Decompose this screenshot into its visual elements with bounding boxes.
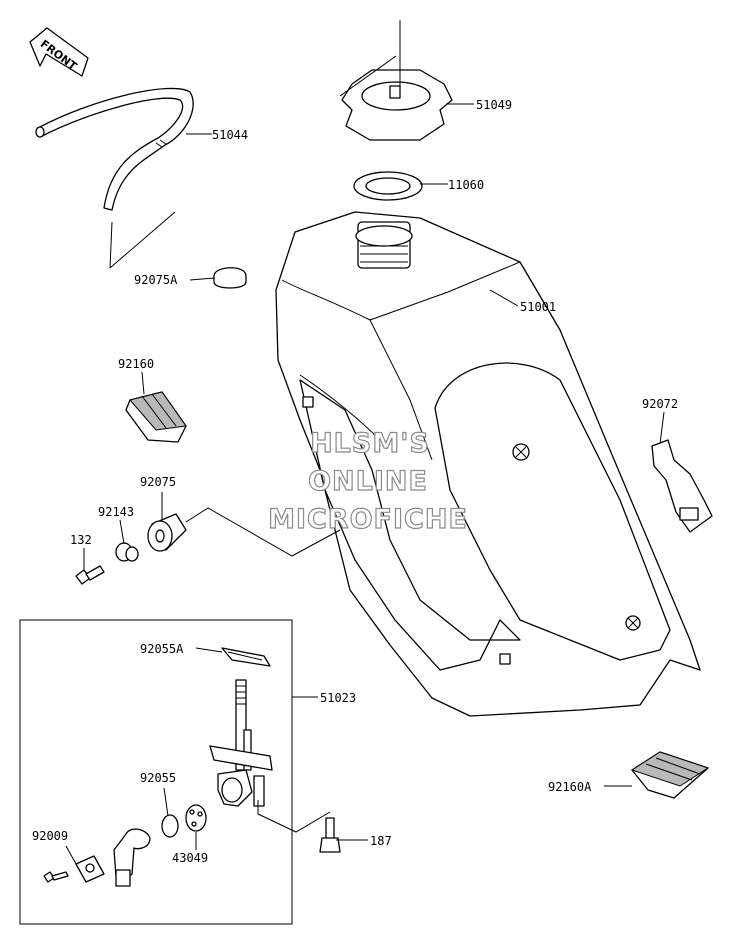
part-number-92075A[interactable]: 92075A [134,273,178,287]
part-number-51049[interactable]: 51049 [476,98,512,112]
part-number-92160[interactable]: 92160 [118,357,154,371]
part-number-187[interactable]: 187 [370,834,392,848]
part-number-11060[interactable]: 11060 [448,178,484,192]
breather-hose-icon [35,87,194,211]
cap-gasket-icon [353,171,423,201]
collar-icon [115,542,139,562]
hose-guide-lines [109,211,176,269]
fuel-valve-assembly-frame [19,619,293,925]
part-number-92143[interactable]: 92143 [98,505,134,519]
leader-lines [65,103,665,865]
part-number-92075[interactable]: 92075 [140,475,176,489]
valve-plate-icon [43,855,105,883]
part-number-92160A[interactable]: 92160A [548,780,592,794]
damper-guide-line [185,507,341,557]
fuel-tank-icon [275,211,701,717]
watermark-line-2: ONLINE [308,466,428,497]
valve-guide-line [257,800,331,833]
part-number-92009[interactable]: 92009 [32,829,68,843]
bolt-187-icon [319,817,341,853]
part-number-51023[interactable]: 51023 [320,691,356,705]
tank-damper-icon [147,513,187,552]
cap-guide-lines [339,20,401,97]
watermark: HLSM'S ONLINE MICROFICHE [267,427,468,535]
part-number-51001[interactable]: 51001 [520,300,556,314]
watermark-line-3: MICROFICHE [268,504,468,535]
valve-lever-icon [113,828,151,887]
tank-pad-upper-icon [125,391,187,443]
part-number-132[interactable]: 132 [70,533,92,547]
fuel-cap-icon [341,69,453,141]
o-ring-icon [161,814,179,838]
fuel-valve-icon [209,679,273,807]
part-number-92055A[interactable]: 92055A [140,642,184,656]
tank-pad-lower-icon [630,751,710,799]
part-number-43049[interactable]: 43049 [172,851,208,865]
part-number-92072[interactable]: 92072 [642,397,678,411]
part-number-92055[interactable]: 92055 [140,771,176,785]
rubber-plug-icon [213,267,247,289]
valve-gasket-icon [221,647,271,667]
front-arrow-icon: FRONT [29,27,89,77]
tank-strap-icon [651,439,713,533]
fuel-filter-icon [185,804,207,832]
bolt-132-icon [75,565,105,585]
watermark-line-1: HLSM'S [310,428,430,459]
part-number-51044[interactable]: 51044 [212,128,248,142]
